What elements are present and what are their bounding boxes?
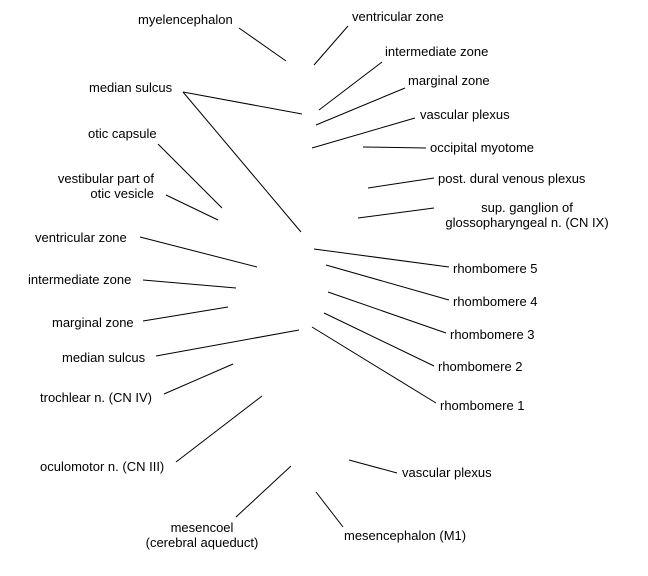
leader-rhombomere-2 (323, 312, 435, 367)
leader-intermediate-zone-top (318, 61, 383, 111)
label-vascular-plexus-bottom: vascular plexus (402, 465, 492, 480)
leader-rhombomere-4 (325, 264, 450, 301)
label-rhombomere-5: rhombomere 5 (453, 261, 538, 276)
label-ventricular-zone-left: ventricular zone (35, 230, 127, 245)
label-mesencoel-line-1: mesencoel (170, 520, 234, 535)
label-vestibular-line-2: otic vesicle (90, 186, 154, 201)
label-mesencoel: mesencoel (cerebral aqueduct) (130, 520, 274, 550)
label-vascular-plexus-top: vascular plexus (420, 107, 510, 122)
leader-trochlear (163, 363, 234, 395)
leader-intermediate-zone-left (142, 279, 237, 289)
leader-vascular-plexus-top (311, 117, 416, 149)
label-myelencephalon: myelencephalon (138, 12, 233, 27)
label-intermediate-zone-left: intermediate zone (28, 272, 132, 287)
leader-median-sulcus-top-a (182, 91, 303, 115)
leader-myelencephalon (238, 27, 287, 62)
leader-rhombomere-1 (311, 326, 437, 404)
label-occipital-myotome: occipital myotome (430, 140, 535, 155)
label-marginal-zone-left: marginal zone (52, 315, 134, 330)
label-marginal-zone-top: marginal zone (408, 73, 490, 88)
leader-oculomotor (175, 395, 263, 463)
label-otic-capsule: otic capsule (88, 126, 157, 141)
leader-rhombomere-5 (313, 248, 450, 268)
label-mesencephalon: mesencephalon (M1) (344, 528, 467, 543)
label-rhombomere-4: rhombomere 4 (453, 294, 538, 309)
leader-median-sulcus-top-b (182, 91, 302, 233)
leader-otic-capsule (157, 143, 223, 209)
label-median-sulcus-left: median sulcus (62, 350, 146, 365)
label-rhombomere-3: rhombomere 3 (450, 327, 535, 342)
label-vestibular-line-1: vestibular part of (57, 171, 154, 186)
label-vestibular-part-of-otic-vesicle: vestibular part of otic vesicle (46, 171, 154, 201)
leader-occipital-myotome (362, 146, 427, 149)
leader-ventricular-zone-top (313, 25, 349, 66)
label-sup-ganglion: sup. ganglion of glossopharyngeal n. (CN… (436, 200, 618, 230)
label-sup-ganglion-line-1: sup. ganglion of (481, 200, 573, 215)
leader-median-sulcus-left (155, 329, 300, 357)
leader-vascular-plexus-bottom (348, 459, 398, 474)
label-mesencoel-line-2: (cerebral aqueduct) (145, 535, 259, 550)
label-trochlear-n: trochlear n. (CN IV) (40, 390, 152, 405)
label-post-dural-venous-plexus: post. dural venous plexus (438, 171, 586, 186)
label-rhombomere-2: rhombomere 2 (438, 359, 523, 374)
leader-marginal-zone-top (315, 87, 406, 126)
leader-sup-ganglion (357, 207, 435, 219)
label-oculomotor-n: oculomotor n. (CN III) (40, 459, 165, 474)
label-rhombomere-1: rhombomere 1 (440, 398, 525, 413)
label-intermediate-zone-top: intermediate zone (385, 44, 489, 59)
leader-ventricular-zone-left (139, 236, 258, 268)
leader-vestibular (165, 194, 219, 221)
leader-marginal-zone-left (142, 306, 229, 322)
label-sup-ganglion-line-2: glossopharyngeal n. (CN IX) (445, 215, 609, 230)
leader-rhombomere-3 (327, 291, 447, 334)
label-median-sulcus-top: median sulcus (89, 80, 173, 95)
label-ventricular-zone-top: ventricular zone (352, 9, 444, 24)
leader-post-dural-venous-plexus (367, 177, 435, 189)
leader-mesencoel (235, 465, 292, 518)
leader-mesencephalon (315, 491, 344, 528)
